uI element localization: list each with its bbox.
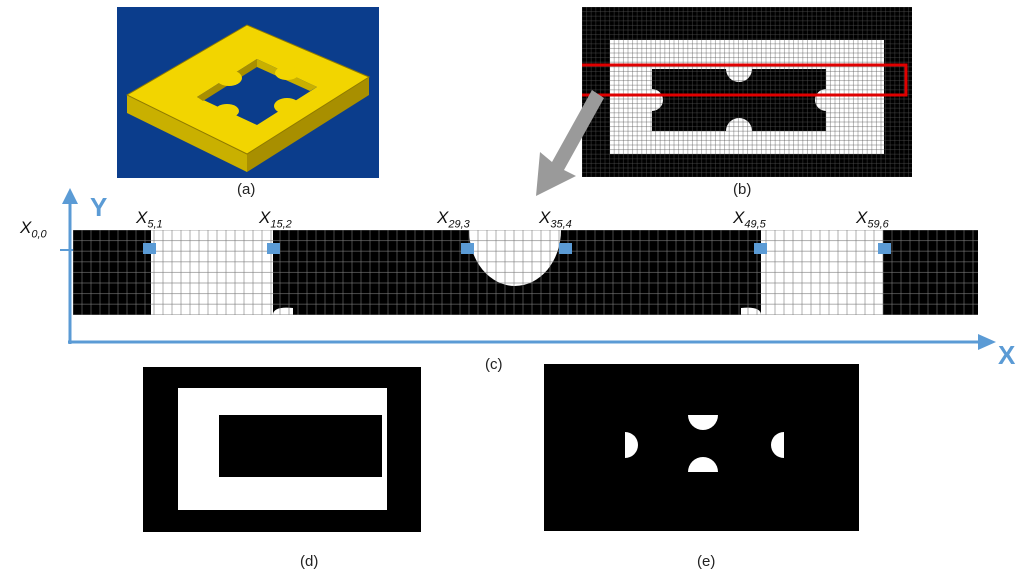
down-left-arrow-icon	[536, 90, 604, 196]
strip-label-6: X59,6	[856, 208, 889, 231]
panel-a-3d-render-icon	[117, 7, 379, 178]
caption-d: (d)	[300, 553, 319, 570]
strip-label-2: X15,2	[259, 208, 292, 231]
panel-e-notch-mask-icon	[544, 364, 859, 531]
strip-marker-1	[143, 243, 156, 254]
strip-marker-5	[754, 243, 767, 254]
strip-marker-4	[559, 243, 572, 254]
strip-label-3: X29,3	[437, 208, 470, 231]
origin-tick	[60, 249, 78, 251]
strip-label-1: X5,1	[136, 208, 163, 231]
strip-marker-3	[461, 243, 474, 254]
caption-a: (a)	[237, 181, 256, 198]
y-axis-label: Y	[90, 192, 108, 222]
caption-c: (c)	[485, 356, 503, 373]
strip-label-4: X35,4	[539, 208, 572, 231]
strip-marker-6	[878, 243, 891, 254]
caption-e: (e)	[697, 553, 716, 570]
x-axis-icon	[68, 334, 996, 350]
x-axis-label: X	[998, 340, 1016, 370]
panel-b-voxel-grid-icon	[582, 7, 912, 177]
origin-label: X0,0	[20, 218, 47, 241]
strip-label-5: X49,5	[733, 208, 766, 231]
panel-c-strip-grid-icon	[73, 230, 978, 315]
caption-b: (b)	[733, 181, 752, 198]
y-axis-icon	[62, 188, 78, 344]
panel-d-frame-mask-icon	[143, 367, 421, 532]
strip-marker-2	[267, 243, 280, 254]
